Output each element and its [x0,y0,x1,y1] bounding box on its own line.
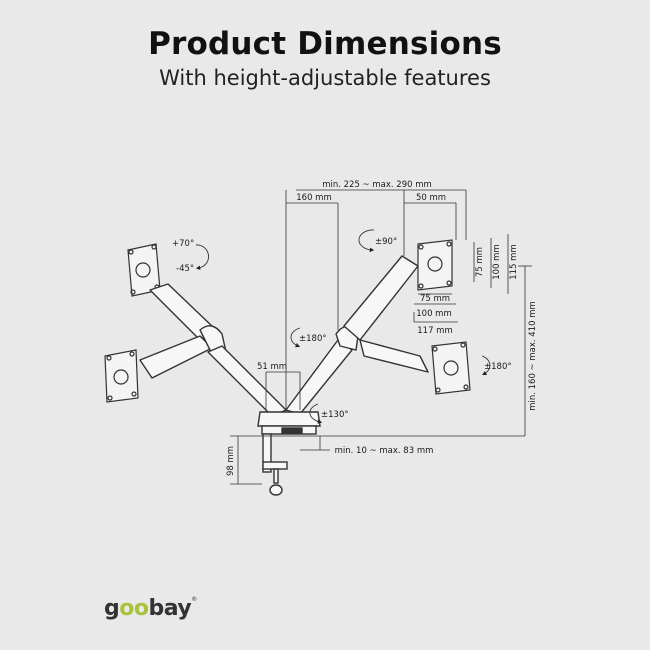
right-arm [285,255,429,415]
base-height-dimension: 98 mm [226,446,236,476]
plate-width-dimension: 117 mm [417,326,453,336]
reach-dimension: min. 225 ~ max. 290 mm [322,180,432,190]
pole-width-dimension: 51 mm [257,362,287,372]
left-arm [139,283,287,417]
desk-clamp [257,411,321,496]
brand-logo: goobay® [104,596,197,621]
plate-height-dimension: 115 mm [509,244,519,280]
page-subtitle: With height-adjustable features [159,66,491,90]
vesa-75-horizontal: 75 mm [420,294,450,304]
base-rotation-label: ±130° [321,410,349,420]
tilt-up-label: +70° [172,239,194,249]
elbow-rotation-label: ±180° [299,334,327,344]
rotation-arcs [195,229,491,424]
dimension-lines [230,189,532,485]
right-lower-vesa-plate [431,341,471,395]
plate-rotation-label: ±180° [484,362,512,372]
vesa-100-vertical: 100 mm [492,244,502,280]
vesa-100-horizontal: 100 mm [416,309,452,319]
height-range-dimension: min. 160 ~ max. 410 mm [528,301,538,411]
vesa-75-vertical: 75 mm [475,247,485,277]
clamp-range-dimension: min. 10 ~ max. 83 mm [335,446,434,456]
swivel-label: ±90° [375,237,397,247]
right-upper-vesa-plate [417,239,453,291]
tilt-down-label: -45° [176,264,194,274]
left-upper-vesa-plate [127,243,161,297]
plate-offset-dimension: 50 mm [416,193,446,203]
upper-offset-dimension: 160 mm [296,193,332,203]
left-lower-vesa-plate [104,349,139,403]
page-title: Product Dimensions [148,26,502,62]
